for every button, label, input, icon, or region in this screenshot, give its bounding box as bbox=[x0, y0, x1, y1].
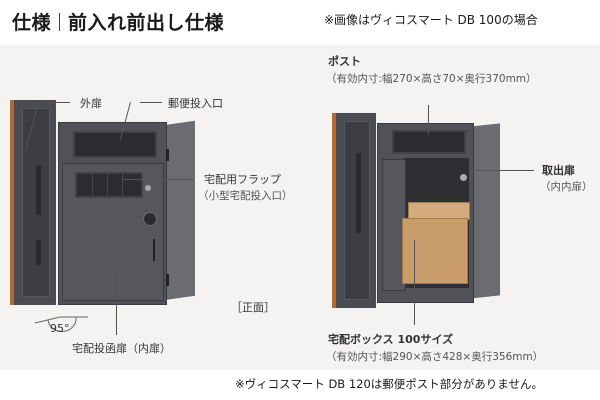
label-post-dims: （有効内寸:幅270×高さ70×奥行370mm） bbox=[326, 73, 537, 85]
diagram-panel: 95° 外扉 郵便投入口 宅配用フラップ （小型宅配投入口） 宅配投函扉（内扉）… bbox=[0, 45, 600, 370]
mail-slot-image bbox=[73, 131, 157, 158]
delivery-flap-image bbox=[75, 172, 143, 198]
leader-delivery-door bbox=[116, 270, 117, 335]
label-takeout-door-sub: （内内扉） bbox=[540, 181, 593, 193]
leader-delivery-flap bbox=[122, 179, 194, 180]
lock-icon bbox=[460, 174, 467, 181]
label-delivery-door: 宅配投函扉（内扉） bbox=[72, 342, 171, 355]
door-handle-slot bbox=[356, 153, 361, 233]
parcel-large-image bbox=[402, 218, 468, 284]
label-outer-door: 外扉 bbox=[80, 97, 102, 110]
title-divider bbox=[59, 13, 61, 31]
outer-door-image bbox=[10, 100, 56, 305]
label-delivery-box-dims: （有効内寸:幅290×高さ428×奥行356mm） bbox=[326, 351, 544, 363]
header: 仕様前入れ前出し仕様 ※画像はヴィコスマート DB 100の場合 bbox=[0, 0, 600, 45]
leader-mail-slot bbox=[140, 102, 162, 103]
label-takeout-door: 取出扉 bbox=[542, 164, 575, 177]
lock-icon bbox=[145, 185, 151, 191]
leader-post bbox=[428, 105, 429, 135]
page-title: 仕様前入れ前出し仕様 bbox=[12, 8, 224, 35]
leader-outer-door bbox=[48, 102, 70, 103]
label-delivery-flap: 宅配用フラップ bbox=[204, 173, 281, 186]
label-delivery-flap-sub: （小型宅配投入口） bbox=[198, 190, 293, 202]
label-mail-slot: 郵便投入口 bbox=[168, 97, 223, 110]
label-post: ポスト bbox=[328, 55, 361, 68]
door-handle-slot bbox=[36, 165, 41, 215]
post-slot-image bbox=[392, 130, 466, 154]
title-main: 仕様 bbox=[12, 12, 52, 34]
delivery-door-image bbox=[62, 163, 164, 301]
cabinet-side bbox=[470, 123, 500, 299]
outer-door-image bbox=[332, 113, 376, 308]
handle-bar bbox=[153, 239, 155, 261]
angle-arc-icon bbox=[34, 316, 88, 333]
cabinet-front bbox=[377, 123, 474, 303]
leader-delivery-box bbox=[414, 240, 415, 325]
cabinet-front bbox=[58, 122, 167, 305]
image-note: ※画像はヴィコスマート DB 100の場合 bbox=[324, 13, 538, 27]
view-label: ［正面］ bbox=[231, 301, 275, 314]
dial-knob-icon bbox=[143, 212, 157, 226]
footer-note: ※ヴィコスマート DB 120は郵便ポスト部分がありません。 bbox=[235, 377, 543, 391]
door-handle-slot bbox=[36, 240, 41, 265]
label-delivery-box: 宅配ボックス 100サイズ bbox=[328, 333, 454, 346]
title-sub: 前入れ前出し仕様 bbox=[68, 12, 225, 34]
hinge-icon bbox=[166, 149, 169, 161]
hinge-icon bbox=[166, 274, 169, 286]
angle-label: 95° bbox=[50, 322, 70, 335]
leader-takeout-door bbox=[472, 170, 534, 171]
